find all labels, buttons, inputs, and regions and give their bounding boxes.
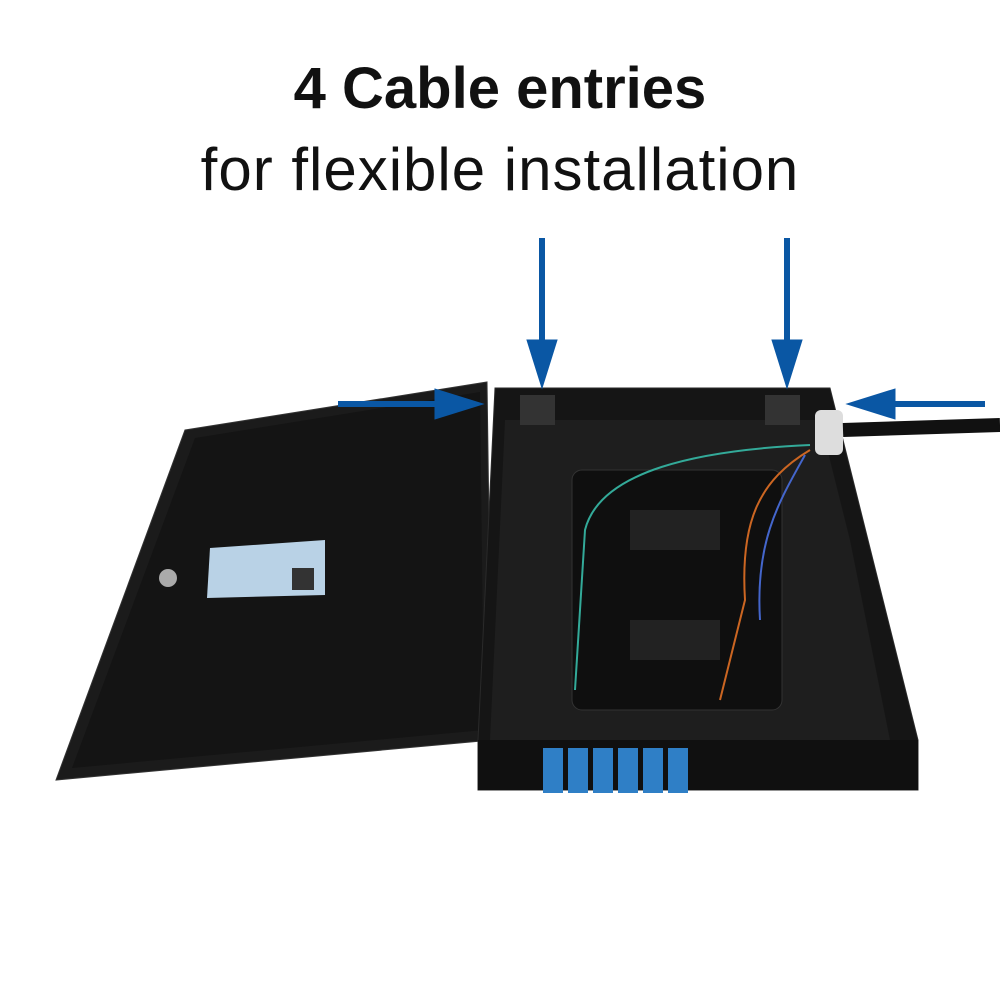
- arrows: [338, 238, 985, 420]
- splice-box: [477, 387, 1000, 793]
- lock-icon: [159, 569, 177, 587]
- cable-gland: [815, 410, 843, 455]
- arrow-right-icon: [338, 388, 485, 420]
- headline: 4 Cable entries: [293, 56, 707, 121]
- cable-entry: [765, 395, 800, 425]
- arrow-down-icon: [771, 238, 803, 390]
- subheadline: for flexible installation: [200, 136, 800, 203]
- arrow-down-icon: [526, 238, 558, 390]
- cable-entry: [520, 395, 555, 425]
- lc-adapters: [543, 748, 688, 793]
- splice-tray: [571, 469, 783, 711]
- open-lid: [55, 381, 493, 781]
- cable: [842, 418, 1000, 437]
- qr-code: [292, 568, 314, 590]
- arrow-left-icon: [845, 388, 985, 420]
